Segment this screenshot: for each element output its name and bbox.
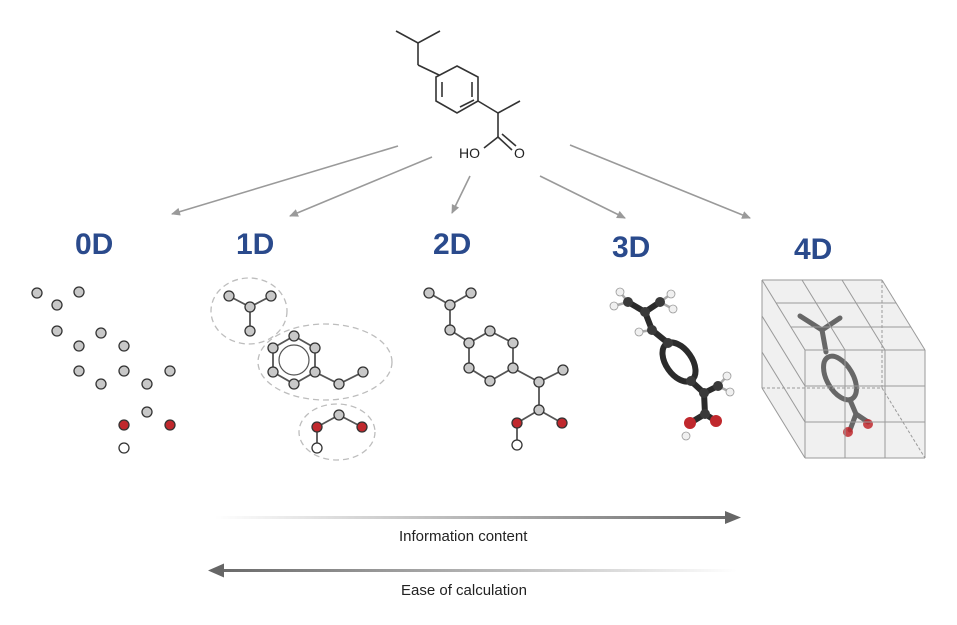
label-2d: 2D bbox=[433, 228, 472, 261]
carbonyl-oxygen-label: O bbox=[514, 145, 525, 161]
representation-0d-atoms bbox=[31, 286, 176, 454]
ease-of-calculation-arrow bbox=[208, 563, 737, 578]
arrow-to-2d bbox=[451, 175, 471, 214]
representation-4d-box bbox=[761, 279, 926, 459]
arrow-to-0d bbox=[171, 145, 399, 216]
arrow-to-4d bbox=[569, 144, 751, 219]
fan-out-arrows bbox=[171, 144, 751, 219]
ibuprofen-structure: HO O bbox=[395, 30, 525, 161]
label-4d: 4D bbox=[794, 233, 833, 266]
arrow-to-3d bbox=[539, 175, 626, 219]
arrow-to-1d bbox=[289, 156, 433, 217]
ease-of-calculation-label: Ease of calculation bbox=[401, 582, 527, 599]
hydroxyl-label: HO bbox=[459, 145, 480, 161]
information-content-arrow bbox=[215, 511, 741, 524]
label-3d: 3D bbox=[612, 231, 651, 264]
information-content-label: Information content bbox=[399, 528, 528, 545]
label-1d: 1D bbox=[236, 228, 275, 261]
label-0d: 0D bbox=[75, 228, 114, 261]
representation-3d-model bbox=[609, 287, 735, 441]
representation-1d-fragments bbox=[210, 277, 393, 461]
representation-2d-graph bbox=[423, 287, 569, 451]
